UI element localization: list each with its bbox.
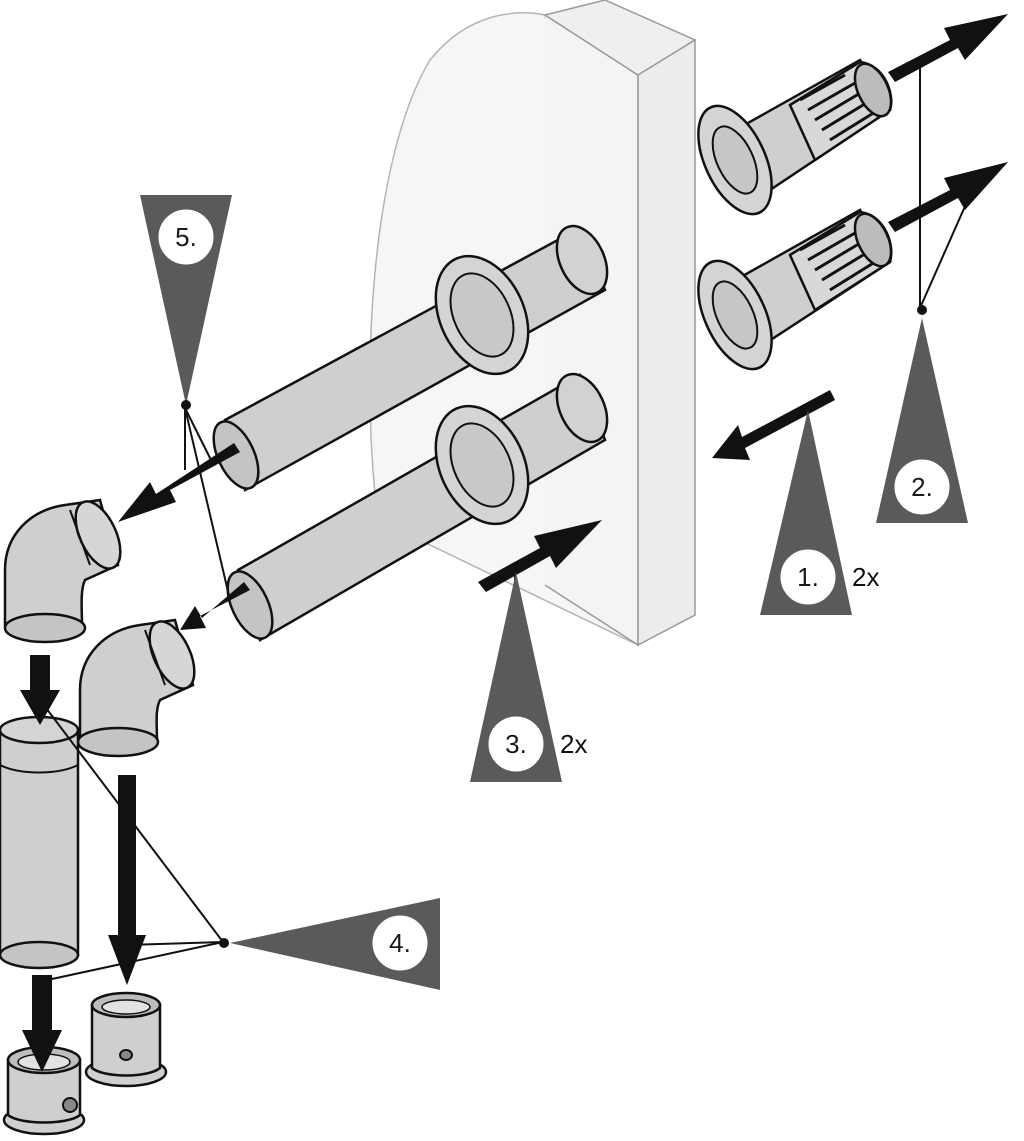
arrow-step-5-upper [118, 443, 240, 522]
step-1-multiplier: 2x [852, 562, 879, 592]
arrow-step-2-upper [888, 14, 1008, 82]
arrow-step-5-lower [180, 582, 250, 630]
arrow-step-2-lower [888, 162, 1008, 232]
leader-lines [37, 65, 971, 983]
elbow-upper [3, 498, 122, 644]
arrow-step-4-left-top [20, 655, 60, 725]
inside-pipe-lower [226, 372, 609, 642]
arrow-step-3 [478, 520, 602, 592]
step-5-number: 5. [175, 222, 197, 252]
step-4-number: 4. [389, 928, 411, 958]
adapter-right [84, 991, 168, 1088]
callout-step-1: 1. 2x [760, 410, 879, 615]
outside-pipe-lower [697, 208, 893, 371]
arrow-step-4-left-bottom [22, 975, 62, 1072]
callout-step-4: 4. [219, 898, 440, 990]
step-1-number: 1. [797, 562, 819, 592]
step-3-number: 3. [505, 729, 527, 759]
outside-pipe-upper [697, 58, 893, 216]
elbow-lower [76, 618, 196, 758]
callout-step-5: 5. [140, 195, 232, 410]
step-2-number: 2. [911, 472, 933, 502]
callout-step-3: 3. 2x [470, 572, 587, 782]
callout-step-2: 2. [876, 305, 968, 523]
arrow-step-1 [712, 390, 835, 460]
vertical-pipe [0, 715, 80, 970]
inside-pipe-upper [212, 224, 609, 492]
arrow-step-4-right [108, 775, 146, 985]
step-3-multiplier: 2x [560, 729, 587, 759]
